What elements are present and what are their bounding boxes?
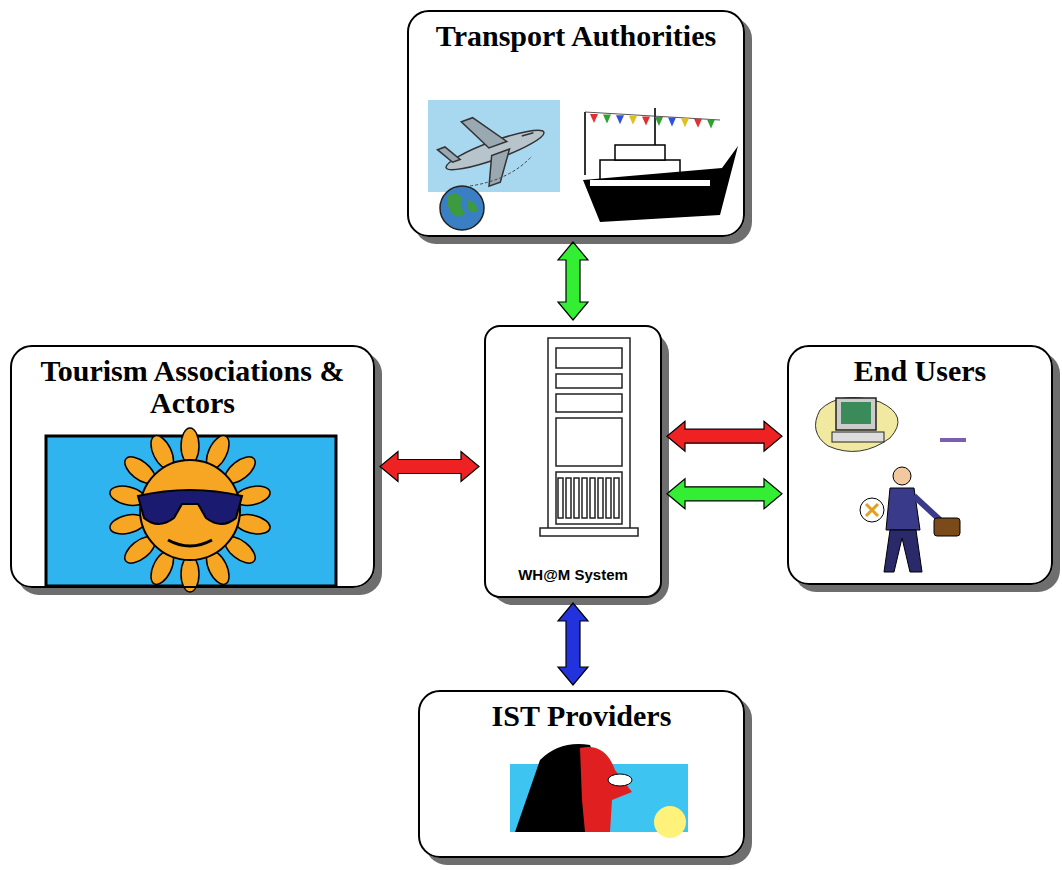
box-fill (418, 690, 745, 858)
system-box: WH@M System (484, 325, 662, 598)
sun-illustration (46, 428, 336, 592)
box-title: WH@M System (518, 566, 628, 596)
person-illustration (860, 467, 960, 572)
box-title: IST Providers (492, 692, 672, 732)
double-arrow (667, 421, 782, 451)
double-arrow (380, 452, 479, 482)
double-arrow (558, 603, 588, 685)
box-title: Transport Authorities (436, 12, 716, 52)
computer-illustration (816, 398, 967, 452)
users-box: End Users (787, 345, 1053, 585)
double-arrow (667, 479, 782, 509)
providers-box: IST Providers (418, 690, 745, 858)
box-title: End Users (854, 347, 987, 387)
plane-illustration (428, 97, 560, 230)
box-fill (787, 345, 1053, 585)
box-fill (407, 10, 745, 237)
tourism-box: Tourism Associations & Actors (10, 345, 375, 588)
double-arrow (558, 242, 588, 320)
transport-box: Transport Authorities (407, 10, 745, 237)
box-fill (484, 325, 662, 598)
box-fill (10, 345, 375, 588)
server-illustration (540, 338, 638, 536)
ship-illustration (583, 108, 738, 222)
box-title: Tourism Associations & Actors (12, 347, 373, 419)
profile-illustration (510, 744, 688, 838)
